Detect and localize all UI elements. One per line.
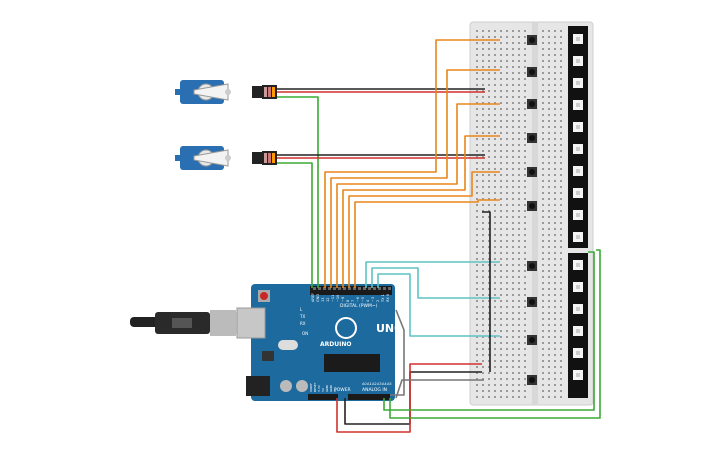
pin-label: AREF — [311, 293, 315, 302]
wire-button4 — [342, 135, 500, 288]
wire-gray-2 — [395, 379, 484, 399]
pin-label: ~6 — [356, 297, 360, 302]
wire-servo1-signal — [277, 96, 319, 288]
wire-led-data-2 — [389, 249, 601, 419]
pin-label: Vin — [333, 387, 337, 392]
reset-button — [260, 292, 268, 300]
pin-label: 2 — [376, 300, 380, 302]
pin-label: ~5 — [361, 297, 365, 302]
led-pixel — [573, 210, 583, 220]
led-strip-bottom — [568, 253, 588, 398]
push-button — [527, 67, 537, 77]
wire-led-data-1 — [383, 251, 595, 411]
pin-label: A5 — [387, 382, 392, 386]
push-button — [527, 99, 537, 109]
led-pixel — [573, 188, 583, 198]
wire-button8 — [371, 267, 500, 299]
pin-label: A3 — [377, 382, 382, 386]
pin-label: 8 — [346, 300, 350, 302]
push-buttons — [527, 35, 537, 385]
led-pixel — [573, 56, 583, 66]
pin-label: RESET — [313, 382, 317, 392]
on-label: ON — [302, 331, 308, 336]
board-brand: ARDUINO — [320, 341, 351, 348]
pin-label: A0 — [362, 382, 367, 386]
pin-label: ~10 — [336, 295, 340, 302]
pin-label: 5V — [321, 387, 325, 392]
led-pixel — [573, 122, 583, 132]
board-logo: UNO — [376, 322, 404, 335]
pin-label: TX 1 — [381, 294, 385, 303]
led-strip-top — [568, 26, 588, 248]
pin-label: 7 — [351, 300, 355, 302]
wire-button3 — [336, 103, 500, 288]
push-button — [527, 201, 537, 211]
pin-label: A2 — [372, 382, 377, 386]
wires — [277, 39, 601, 433]
led-pixel — [573, 166, 583, 176]
push-button — [527, 133, 537, 143]
pin-label: 4 — [366, 299, 370, 302]
power-label: POWER — [334, 387, 351, 393]
servo-motor-1 — [175, 80, 277, 104]
push-button — [527, 335, 537, 345]
servo-motor-2 — [175, 146, 277, 170]
wire-servo2-signal — [277, 162, 313, 288]
pin-label: 3.3V — [317, 384, 321, 392]
pin-label: ~11 — [331, 295, 335, 302]
pin-label: ~3 — [371, 297, 375, 302]
usb-cable — [130, 310, 252, 336]
wire-button1 — [324, 39, 500, 288]
breadboard-holes — [476, 30, 562, 398]
led-pixel — [573, 370, 583, 380]
pin-label: IOREF — [309, 383, 313, 392]
push-button — [527, 261, 537, 271]
breadboard — [469, 21, 594, 406]
led-pixel — [573, 282, 583, 292]
push-button — [527, 375, 537, 385]
pin-label: A1 — [367, 382, 372, 386]
pin-label: GND — [325, 384, 329, 392]
led-pixel — [573, 144, 583, 154]
wire-5v-main — [336, 363, 482, 433]
wire-button7 — [365, 261, 500, 288]
wire-black-button-row — [482, 211, 491, 372]
wire-button5 — [348, 171, 500, 288]
pin-label: RX 0 — [386, 294, 390, 302]
push-button — [527, 297, 537, 307]
wire-button9 — [377, 273, 500, 337]
pin-label: A4 — [382, 382, 387, 386]
led-pixel — [573, 348, 583, 358]
analog-label: ANALOG IN — [362, 387, 387, 393]
led-pixel — [573, 100, 583, 110]
led-pixel — [573, 260, 583, 270]
led-pixel — [573, 78, 583, 88]
led-pixel — [573, 304, 583, 314]
tx-label: TX — [299, 314, 305, 319]
arduino-uno-board: UNO ARDUINO DIGITAL (PWM~) POWER ANALOG … — [236, 284, 404, 401]
arduino-logo-icon — [335, 317, 357, 339]
digital-header-label: DIGITAL (PWM~) — [340, 303, 378, 309]
led-pixel — [573, 34, 583, 44]
rx-label: RX — [300, 321, 306, 326]
l-label: L — [300, 307, 303, 312]
led-pixel — [573, 326, 583, 336]
wire-button2 — [330, 69, 500, 288]
led-pixel — [573, 232, 583, 242]
wire-button6 — [354, 199, 500, 288]
push-button — [527, 35, 537, 45]
pin-label: 13 — [321, 298, 325, 302]
pin-label: ~9 — [341, 297, 345, 302]
pin-label: GND — [329, 384, 333, 392]
pin-label: 12 — [326, 298, 330, 302]
push-button — [527, 167, 537, 177]
pin-label: GND — [316, 294, 320, 302]
